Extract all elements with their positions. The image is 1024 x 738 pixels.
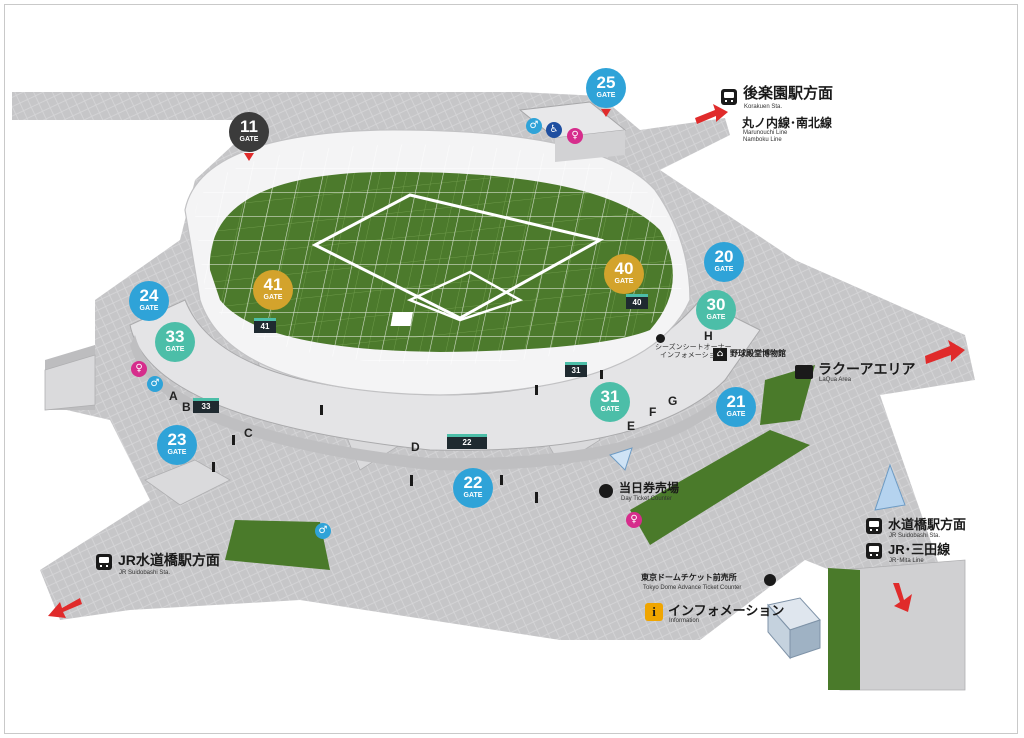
glass-pyramids <box>609 447 906 511</box>
season-seat-label: シーズンシートオーナー <box>655 344 732 351</box>
gate-sign-31: 31 <box>565 362 587 377</box>
restroom-male-icon: ♂ <box>147 376 163 392</box>
entrance-letter-d: D <box>411 440 420 454</box>
information-label: インフォメーション <box>668 603 785 618</box>
gate-sign-22: 22 <box>447 434 487 449</box>
jr-suidobashi-en: JR Suidobashi Sta. <box>119 570 171 576</box>
restroom-female-icon: ♀ <box>567 128 583 144</box>
wheelchair-icon: ♿ <box>546 122 562 138</box>
gate-label: GATE <box>463 492 483 499</box>
gate-number: 22 <box>463 473 483 492</box>
gate-label: GATE <box>165 346 185 353</box>
gate-number: 31 <box>600 387 620 406</box>
day-ticket-label: 当日券売場 <box>619 481 680 495</box>
train-icon <box>866 543 882 559</box>
entrance-letter-e: E <box>627 419 636 433</box>
gate-sign-33: 33 <box>193 398 219 413</box>
korakuen-station-label: 後楽園駅方面 <box>743 85 834 102</box>
entrance-letter-f: F <box>649 405 657 419</box>
museum-icon: ⌂ <box>713 348 727 361</box>
gate-number: 24 <box>139 286 159 305</box>
korakuen-station-en: Korakuen Sta. <box>744 104 783 110</box>
gate-label: GATE <box>706 314 726 321</box>
gate-label: GATE <box>167 449 187 456</box>
restroom-male-icon: ♂ <box>315 523 331 539</box>
information-en: Information <box>669 618 700 624</box>
gate-number: 25 <box>596 73 616 92</box>
train-icon <box>721 89 737 105</box>
gate-label: GATE <box>714 266 734 273</box>
restroom-male-icon: ♂ <box>526 118 542 134</box>
gate-sign-40: 40 <box>626 294 648 309</box>
train-icon <box>866 518 882 534</box>
gate-number: 20 <box>714 247 734 266</box>
museum-label: 野球殿堂博物館 <box>730 349 786 358</box>
entrance-letter-h: H <box>704 329 713 343</box>
laqua-icon <box>795 365 813 379</box>
gate-label: GATE <box>263 294 283 301</box>
namboku-line-en: Namboku Line <box>743 137 782 143</box>
season-seat-icon <box>656 334 665 343</box>
jr-mita-line-en: JR･Mita Line <box>889 558 924 564</box>
gate-label: GATE <box>614 278 634 285</box>
advance-ticket-label: 東京ドームチケット前売所 <box>641 573 737 582</box>
jr-mita-line-label: JR･三田線 <box>888 542 951 557</box>
day-ticket-en: Day Ticket Counter <box>621 496 673 502</box>
train-icon <box>96 554 112 570</box>
gate-number: 11 <box>240 117 258 136</box>
gate-number: 21 <box>726 392 746 411</box>
ticket-icon <box>599 484 613 498</box>
entrance-letter-c: C <box>244 426 253 440</box>
gate-label: GATE <box>139 305 159 312</box>
information-icon: i <box>645 603 663 621</box>
gate-label: GATE <box>239 136 259 143</box>
advance-ticket-en: Tokyo Dome Advance Ticket Counter <box>643 585 742 591</box>
info-building <box>767 597 821 660</box>
laqua-area-label: ラクーアエリア <box>818 361 916 377</box>
marunouchi-line-en: Marunouchi Line <box>743 130 788 136</box>
restroom-female-icon: ♀ <box>131 361 147 377</box>
entrance-letter-g: G <box>668 394 678 408</box>
gate-number: 23 <box>167 430 187 449</box>
gate-label: GATE <box>596 92 616 99</box>
restroom-female-icon: ♀ <box>626 512 642 528</box>
gate-label: GATE <box>600 406 620 413</box>
season-seat-info-label: インフォメーション <box>660 352 723 359</box>
suidobashi-en: JR Suidobashi Sta. <box>889 533 941 539</box>
gate-number: 40 <box>614 259 634 278</box>
entrance-letter-a: A <box>169 389 178 403</box>
jr-suidobashi-label: JR水道橋駅方面 <box>118 552 220 568</box>
gate-label: GATE <box>726 411 746 418</box>
gate-number: 30 <box>706 295 726 314</box>
green-strips <box>225 365 860 690</box>
marunouchi-line-label: 丸ノ内線･南北線 <box>742 116 833 130</box>
advance-ticket-icon <box>764 574 776 586</box>
direction-arrows <box>48 104 965 618</box>
entrance-letter-b: B <box>182 400 191 414</box>
map-frame <box>4 4 1018 734</box>
gate-number: 41 <box>263 275 283 294</box>
dome <box>184 129 691 396</box>
suidobashi-label: 水道橋駅方面 <box>888 517 967 532</box>
gate-sign-41: 41 <box>254 318 276 333</box>
laqua-area-en: LaQua Area <box>819 377 852 383</box>
gate-number: 33 <box>165 327 185 346</box>
